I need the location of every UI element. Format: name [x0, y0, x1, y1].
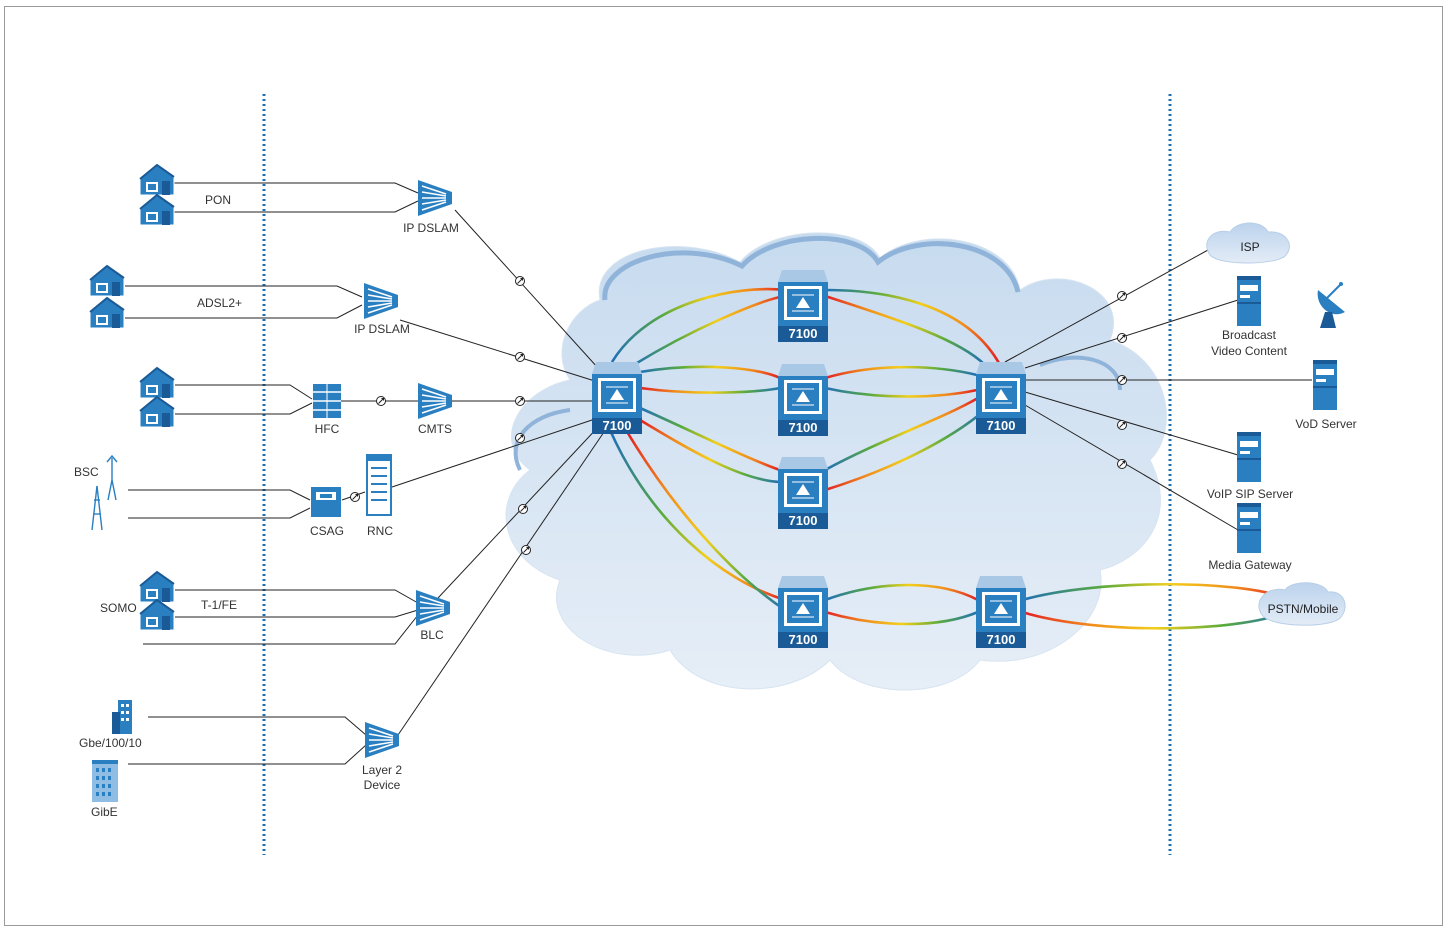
- rnc-icon: [366, 454, 392, 516]
- router-7100-lower: 7100: [777, 456, 829, 530]
- router-7100-mid: 7100: [777, 363, 829, 437]
- label-gbe: Gbe/100/10: [79, 736, 142, 750]
- router-7100-bottom-left: 7100: [777, 575, 829, 649]
- svg-text:7100: 7100: [987, 632, 1016, 647]
- svg-text:ISP: ISP: [1240, 240, 1259, 254]
- label-ip-dslam-2: IP DSLAM: [354, 322, 410, 336]
- label-bsc: BSC: [74, 465, 99, 479]
- label-vod: VoD Server: [1295, 417, 1356, 431]
- router-7100-edge-right: 7100: [975, 361, 1027, 435]
- office-building-icon: [112, 700, 132, 734]
- router-7100-top: 7100: [777, 269, 829, 343]
- svg-text:7100: 7100: [789, 632, 818, 647]
- label-somo: SOMO: [100, 601, 137, 615]
- label-csag: CSAG: [310, 524, 344, 538]
- blc-icon: [415, 589, 451, 627]
- label-adsl: ADSL2+: [197, 296, 242, 310]
- ip-dslam-2-icon: [363, 282, 399, 320]
- label-media: Media Gateway: [1208, 558, 1291, 572]
- svg-text:7100: 7100: [789, 420, 818, 435]
- svg-text:7100: 7100: [987, 418, 1016, 433]
- label-ip-dslam-1: IP DSLAM: [403, 221, 459, 235]
- labels: PON IP DSLAM ADSL2+ IP DSLAM HFC CMTS BS…: [74, 193, 1357, 819]
- router-7100-bottom-right: 7100: [975, 575, 1027, 649]
- svg-text:7100: 7100: [603, 418, 632, 433]
- label-broadcast-b: Video Content: [1211, 344, 1288, 358]
- router-7100-edge-left: 7100: [591, 361, 643, 435]
- svg-text:7100: 7100: [789, 513, 818, 528]
- label-gibe: GibE: [91, 805, 118, 819]
- broadcast-server-icon: [1237, 276, 1261, 326]
- label-t1fe: T-1/FE: [201, 598, 237, 612]
- layer2-device-icon: [364, 721, 400, 759]
- label-rnc: RNC: [367, 524, 393, 538]
- label-pon: PON: [205, 193, 231, 207]
- svg-text:7100: 7100: [789, 326, 818, 341]
- cmts-icon: [417, 382, 453, 420]
- label-blc: BLC: [420, 628, 444, 642]
- csag-icon: [311, 487, 341, 517]
- house-icon: [89, 164, 175, 631]
- building-icon: [92, 760, 118, 802]
- svg-text:PSTN/Mobile: PSTN/Mobile: [1268, 602, 1339, 616]
- label-broadcast-a: Broadcast: [1222, 328, 1277, 342]
- voip-server-icon: [1237, 432, 1261, 482]
- label-layer2-a: Layer 2: [362, 763, 402, 777]
- core-rings: [608, 287, 1291, 630]
- cell-tower-icon: [91, 454, 118, 531]
- label-cmts: CMTS: [418, 422, 452, 436]
- hfc-icon: [313, 384, 341, 418]
- vod-server-icon: [1313, 360, 1337, 410]
- pstn-mobile-cloud: PSTN/Mobile: [1258, 582, 1346, 626]
- label-layer2-b: Device: [364, 778, 401, 792]
- media-gateway-icon: [1237, 503, 1261, 553]
- satellite-dish-icon: [1317, 282, 1345, 328]
- ip-dslam-1-icon: [417, 179, 453, 217]
- label-hfc: HFC: [315, 422, 340, 436]
- label-voip: VoIP SIP Server: [1207, 487, 1293, 501]
- isp-cloud: ISP: [1206, 222, 1290, 264]
